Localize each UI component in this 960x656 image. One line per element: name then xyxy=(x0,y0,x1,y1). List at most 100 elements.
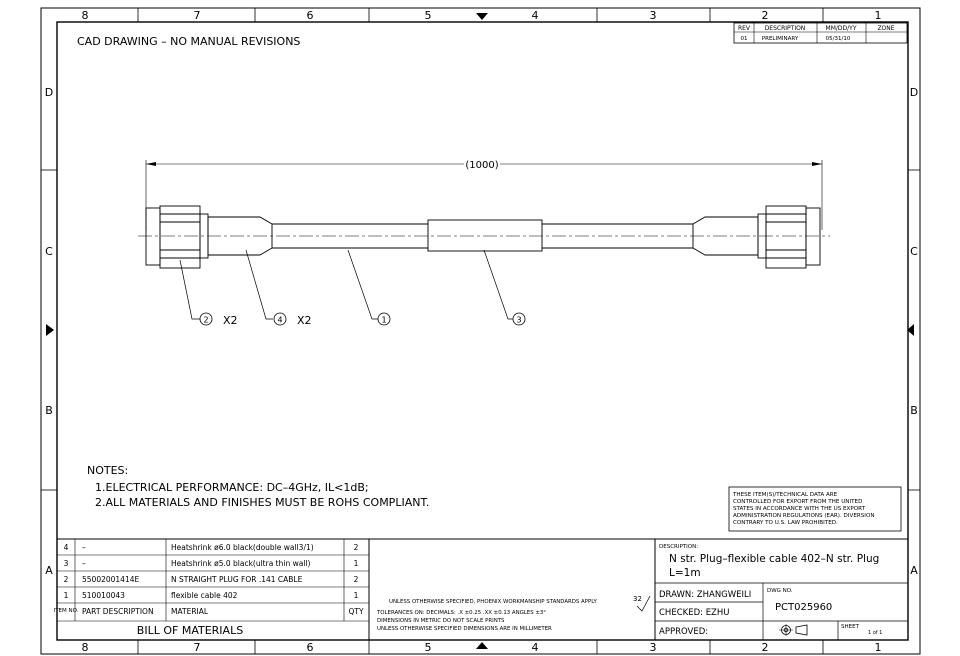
length-dimension-text: (1000) xyxy=(465,160,498,171)
callout-qty: X2 xyxy=(297,314,312,327)
bom-item-no: 2 xyxy=(64,575,69,584)
surface-finish: 32 xyxy=(633,595,642,603)
tolerance-line: UNLESS OTHERWISE SPECIFIED, PHOENIX WORK… xyxy=(389,599,598,605)
col-label: 2 xyxy=(762,9,769,22)
col-label: 4 xyxy=(532,641,539,654)
cable-assembly xyxy=(138,205,830,269)
col-label: 3 xyxy=(650,641,657,654)
title-block-grid xyxy=(655,582,908,640)
col-label: 8 xyxy=(82,9,89,22)
bom-part: – xyxy=(82,559,86,568)
bom-header-item: ITEM NO. xyxy=(54,608,79,614)
bom-material: Heatshrink ø5.0 black(ultra thin wall) xyxy=(171,559,310,568)
col-label: 3 xyxy=(650,9,657,22)
note-item: 1.ELECTRICAL PERFORMANCE: DC–4GHz, IL<1d… xyxy=(95,481,369,494)
export-line: CONTROLLED FOR EXPORT FROM THE UNITED xyxy=(733,499,862,505)
checked-by: CHECKED: EZHU xyxy=(659,608,730,618)
row-label: B xyxy=(910,404,918,417)
bottom-center-arrow xyxy=(476,642,488,649)
export-line: CONTRARY TO U.S. LAW PROHIBITED. xyxy=(733,520,838,526)
bom-header-material: MATERIAL xyxy=(171,607,209,616)
sheet-label: SHEET xyxy=(841,624,860,630)
col-label: 4 xyxy=(532,9,539,22)
bom-title: BILL OF MATERIALS xyxy=(137,624,243,637)
bom-material: flexible cable 402 xyxy=(171,591,238,600)
description-label: DESCRIPTION: xyxy=(659,544,698,550)
drawn-by: DRAWN: ZHANGWEILI xyxy=(659,590,751,600)
title-block: DESCRIPTION: N str. Plug–flexible cable … xyxy=(659,544,882,637)
row-label: C xyxy=(45,245,53,258)
rev-header: REV xyxy=(738,25,751,32)
column-labels: 8 7 6 5 4 3 2 1 8 7 6 5 4 3 2 1 xyxy=(82,9,882,654)
inner-frame xyxy=(56,21,909,641)
bom-item-no: 3 xyxy=(64,559,69,568)
row-labels: D C B A D C B A xyxy=(45,86,918,577)
right-center-arrow xyxy=(907,324,914,336)
row-label: A xyxy=(45,564,53,577)
export-line: ADMINISTRATION REGULATIONS (EAR). DIVERS… xyxy=(733,513,875,519)
callout-number: 4 xyxy=(277,316,282,325)
bom-headers: ITEM NO. PART DESCRIPTION MATERIAL QTY B… xyxy=(54,607,364,637)
col-label: 5 xyxy=(425,9,432,22)
export-line: THESE ITEM(S)/TECHNICAL DATA ARE xyxy=(732,492,838,498)
bom-header-part: PART DESCRIPTION xyxy=(82,607,154,616)
bom-material: N STRAIGHT PLUG FOR .141 CABLE xyxy=(171,575,303,584)
rev-header: ZONE xyxy=(877,25,894,32)
cad-header-note: CAD DRAWING – NO MANUAL REVISIONS xyxy=(77,35,300,48)
col-label: 6 xyxy=(307,9,314,22)
callout-3: 3 xyxy=(512,312,526,326)
rev-cell: PRELIMINARY xyxy=(762,36,799,42)
bom-item-no: 1 xyxy=(64,591,69,600)
col-label: 2 xyxy=(762,641,769,654)
bom-table-grid xyxy=(57,539,369,622)
bom-material: Heatshrink ø6.0 black(double wall3/1) xyxy=(171,543,314,552)
sheet-value: 1 of 1 xyxy=(868,630,882,636)
rev-header: MM/DD/YY xyxy=(826,25,857,32)
notes: NOTES: 1.ELECTRICAL PERFORMANCE: DC–4GHz… xyxy=(87,464,429,509)
callout-number: 3 xyxy=(516,316,521,325)
tolerance-block: UNLESS OTHERWISE SPECIFIED, PHOENIX WORK… xyxy=(376,595,651,632)
outer-frame xyxy=(40,7,921,655)
callout-leaders xyxy=(179,249,513,320)
approved-by: APPROVED: xyxy=(659,627,708,637)
dwg-no: PCT025960 xyxy=(775,602,832,613)
col-label: 8 xyxy=(82,641,89,654)
bom-qty: 2 xyxy=(354,543,359,552)
length-dimension: (1000) xyxy=(145,160,823,230)
title-band-lines xyxy=(57,538,908,640)
callout-2: 2 X2 xyxy=(199,312,238,327)
col-label: 1 xyxy=(875,641,882,654)
col-label: 5 xyxy=(425,641,432,654)
note-item: 2.ALL MATERIALS AND FINISHES MUST BE ROH… xyxy=(95,496,429,509)
row-label: D xyxy=(45,86,53,99)
tolerance-line: UNLESS OTHERWISE SPECIFIED DIMENSIONS AR… xyxy=(377,626,552,632)
row-label: C xyxy=(910,245,918,258)
rev-header: DESCRIPTION xyxy=(765,25,806,32)
bom-qty: 1 xyxy=(354,559,359,568)
bom-item-no: 4 xyxy=(64,543,69,552)
top-center-arrow xyxy=(476,13,488,20)
callout-1: 1 xyxy=(377,312,391,326)
finish-symbol xyxy=(636,595,651,612)
revision-block: REV DESCRIPTION MM/DD/YY ZONE 01 PRELIMI… xyxy=(733,22,908,44)
projection-symbol-icon xyxy=(779,624,808,636)
bom-qty: 2 xyxy=(354,575,359,584)
export-notice: THESE ITEM(S)/TECHNICAL DATA ARE CONTROL… xyxy=(728,486,902,532)
description-line: N str. Plug–flexible cable 402–N str. Pl… xyxy=(669,553,879,565)
callout-number: 1 xyxy=(381,316,386,325)
description-line: L=1m xyxy=(669,567,701,579)
dwg-no-label: DWG NO. xyxy=(767,588,793,594)
tolerance-line: TOLERANCES ON: DECIMALS: .X ±0.25 .XX ±0… xyxy=(376,610,546,616)
col-label: 6 xyxy=(307,641,314,654)
bom-part: 55002001414E xyxy=(82,575,139,584)
col-label: 1 xyxy=(875,9,882,22)
row-label: A xyxy=(910,564,918,577)
row-label: D xyxy=(910,86,918,99)
bom-rows: 4 – Heatshrink ø6.0 black(double wall3/1… xyxy=(64,543,359,600)
export-line: STATES IN ACCORDANCE WITH THE US EXPORT xyxy=(733,506,866,512)
bom-part: – xyxy=(82,543,86,552)
left-center-arrow xyxy=(46,324,54,336)
tolerance-line: DIMENSIONS IN METRIC DO NOT SCALE PRINTS xyxy=(377,618,505,624)
row-label: B xyxy=(45,404,53,417)
